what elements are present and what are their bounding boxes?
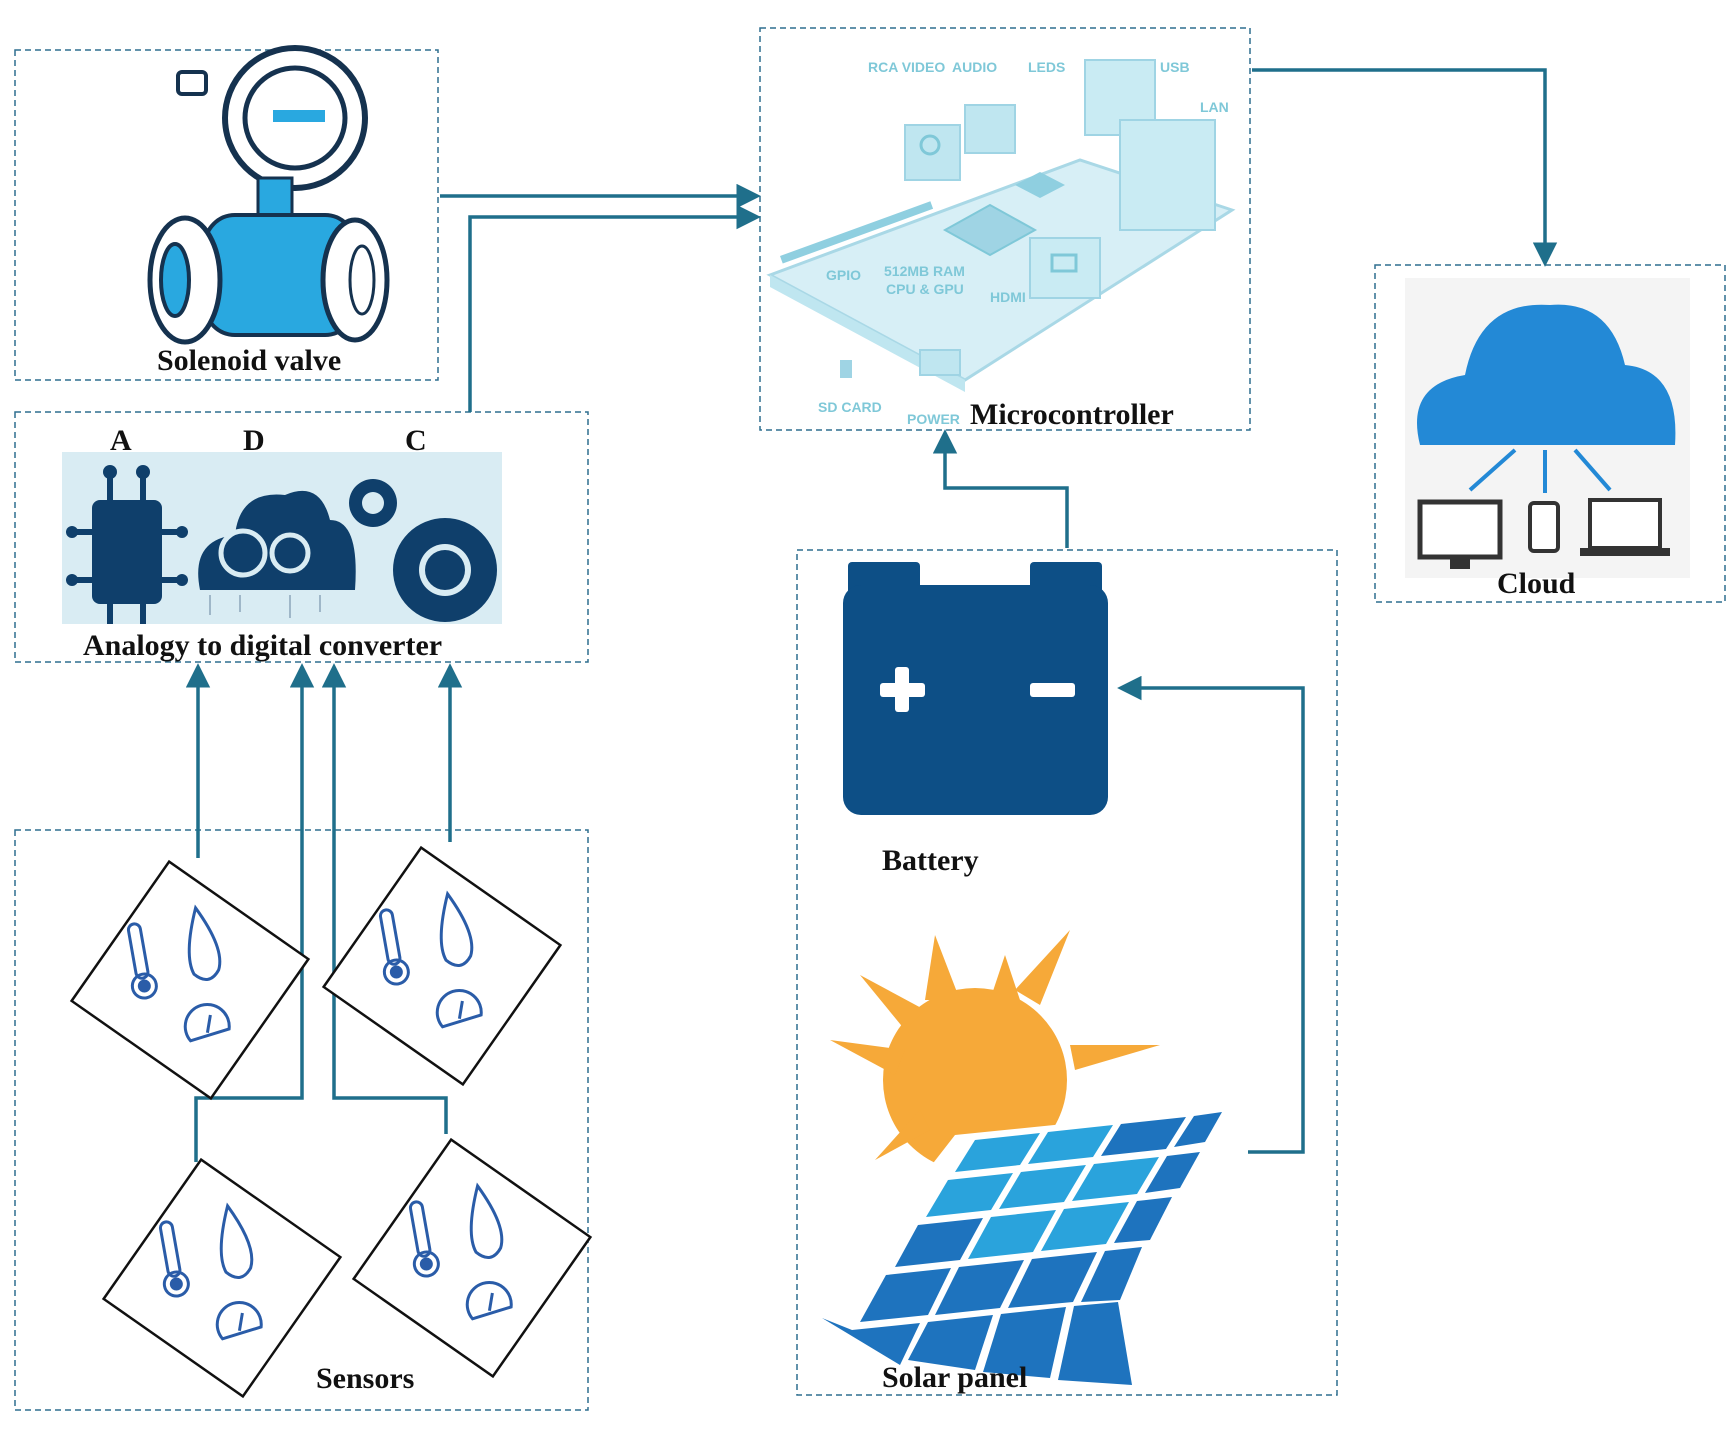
solenoid-valve-label: Solenoid valve (157, 344, 341, 377)
thermometer-icon (126, 922, 158, 1000)
thermometer-icon (158, 1220, 190, 1298)
board-label-rca-video: RCA VIDEO (868, 59, 945, 75)
solenoid-valve-icon (147, 45, 390, 345)
board-label-gpio: GPIO (826, 267, 861, 283)
adc-letter-d: D (243, 424, 265, 457)
connectors (185, 68, 1558, 1162)
board-label-usb: USB (1160, 59, 1190, 75)
droplet-icon (439, 890, 474, 967)
sensor-tile-3 (101, 1157, 343, 1399)
sensor-tile-1 (69, 859, 311, 1101)
adc-to-mcu-connector (468, 204, 761, 412)
board-label-leds: LEDS (1028, 59, 1065, 75)
solar-panel-icon (815, 930, 1222, 1390)
phone-icon (1528, 501, 1560, 553)
sensors-label: Sensors (316, 1362, 414, 1395)
sensor3-to-adc-connector (194, 663, 315, 1162)
adc-icon (62, 452, 502, 624)
sun-icon (830, 930, 1160, 1172)
battery-icon (843, 562, 1108, 815)
thermometer-icon (408, 1200, 440, 1278)
power-box (796, 549, 1338, 1396)
board-label-audio: AUDIO (952, 59, 997, 75)
solenoid-valve-box (14, 49, 439, 381)
battery-to-mcu-connector (932, 429, 1069, 548)
sensor-tile-4 (351, 1137, 593, 1379)
monitor-icon (1417, 499, 1503, 569)
thermometer-icon (378, 908, 410, 986)
solar-cells (822, 1112, 1222, 1385)
board-label-sd-card: SD CARD (818, 399, 882, 415)
adc-label: Analogy to digital converter (83, 629, 442, 662)
board-label-power: POWER (907, 411, 960, 427)
droplet-icon (219, 1202, 254, 1279)
droplet-icon (187, 904, 222, 981)
solar-to-battery-connector (1117, 675, 1305, 1154)
board-label-lan: LAN (1200, 99, 1229, 115)
board-label-ram: 512MB RAM (884, 263, 965, 279)
mcu-to-cloud-connector (1252, 68, 1558, 267)
sensor-tile-2 (321, 845, 563, 1087)
board-label-cpu: CPU & GPU (886, 281, 964, 297)
gauge-icon (435, 988, 483, 1029)
laptop-icon (1580, 498, 1670, 556)
sensor4-to-adc-connector (321, 663, 448, 1134)
battery-label: Battery (882, 844, 979, 877)
board-label-hdmi: HDMI (990, 289, 1026, 305)
microcontroller-board-icon (766, 59, 1236, 392)
droplet-icon (469, 1182, 504, 1259)
cloud-icon (1405, 278, 1690, 578)
adc-letter-c: C (405, 424, 427, 457)
microcontroller-label: Microcontroller (970, 398, 1174, 431)
cloud-label: Cloud (1497, 567, 1576, 600)
adc-letter-a: A (110, 424, 132, 457)
gauge-icon (183, 1002, 231, 1043)
sensors-box (14, 829, 589, 1411)
solar-panel-label: Solar panel (882, 1361, 1027, 1394)
adc-box (14, 411, 589, 663)
gauge-icon (215, 1300, 263, 1341)
gauge-icon (465, 1280, 513, 1321)
